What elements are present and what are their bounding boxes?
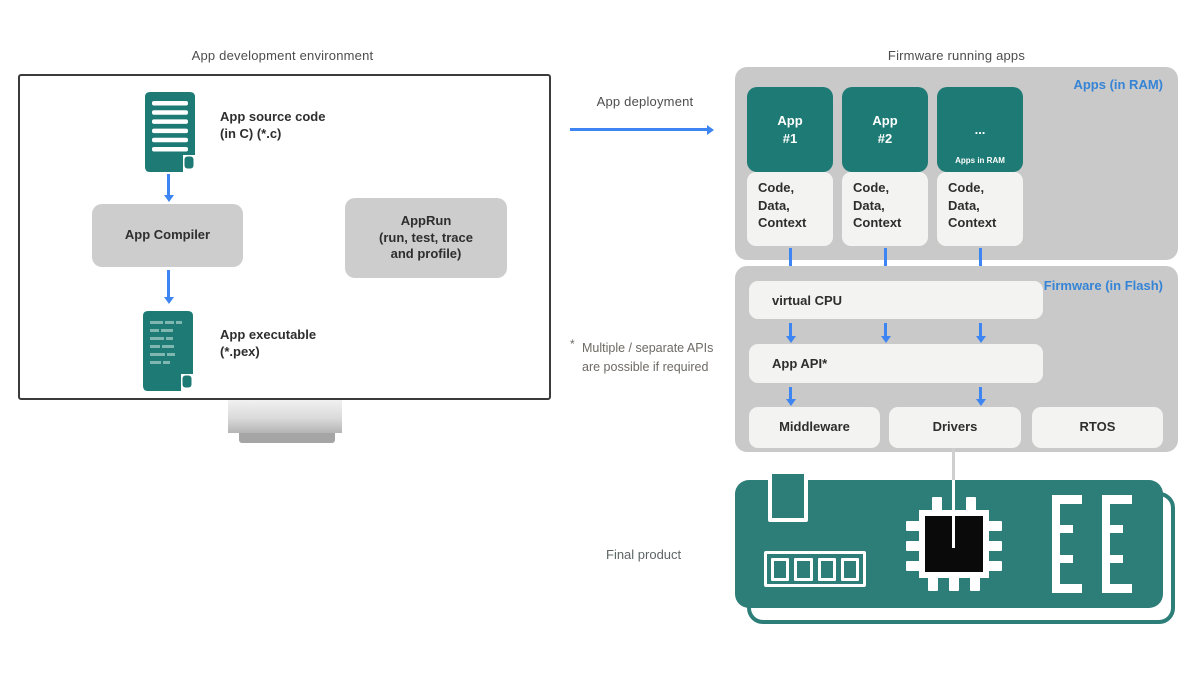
drivers-to-chip-wire [952, 448, 955, 480]
app-2-label: App #2 [872, 112, 898, 146]
footnote-text: Multiple / separate APIs are possible if… [582, 341, 714, 374]
app-1-box: App #1 [747, 87, 833, 172]
dip-pin [840, 557, 859, 581]
app-2-box: App #2 [842, 87, 928, 172]
app-api-box: App API* [749, 344, 1043, 383]
arrow-right-icon [570, 124, 714, 135]
drivers-label: Drivers [932, 419, 978, 435]
drivers-to-chip-wire [952, 480, 955, 548]
footnote-asterisk: * [570, 337, 575, 351]
dip-pin [817, 557, 836, 581]
arrow-down-icon [975, 323, 986, 343]
app-source-code-label: App source code (in C) (*.c) [220, 109, 326, 141]
rtos-box: RTOS [1032, 407, 1163, 448]
dip-pin [771, 557, 790, 581]
firmware-running-apps-title: Firmware running apps [887, 48, 1026, 63]
app-api-label: App API* [772, 356, 828, 371]
app-more-context-box: Code, Data, Context [937, 172, 1023, 246]
drivers-box: Drivers [889, 407, 1021, 448]
app-deployment-label: App deployment [596, 94, 694, 109]
app-more-box: ... Apps in RAM [937, 87, 1023, 172]
dip-connector-icon [764, 551, 866, 587]
source-code-file-icon [145, 92, 195, 172]
pin-header-icon [1052, 495, 1082, 593]
monitor-stand-base [239, 433, 335, 443]
middleware-box: Middleware [749, 407, 880, 448]
app-1-context-box: Code, Data, Context [747, 172, 833, 246]
pin-header-icon [1102, 495, 1132, 593]
app-compiler-label: App Compiler [124, 227, 211, 243]
arrow-down-icon [880, 323, 891, 343]
arrow-down-icon [785, 323, 796, 343]
app-compiler-box: App Compiler [92, 204, 243, 267]
monitor-stand [228, 400, 342, 433]
arrow-down-icon [975, 387, 986, 406]
app-1-context-label: Code, Data, Context [758, 180, 807, 231]
arrow-down-icon [785, 387, 796, 406]
virtual-cpu-box: virtual CPU [749, 281, 1043, 319]
virtual-cpu-label: virtual CPU [772, 292, 843, 308]
connector-tab-icon [768, 470, 808, 522]
app-2-context-box: Code, Data, Context [842, 172, 928, 246]
final-product-label: Final product [606, 547, 682, 562]
apps-in-ram-section-label: Apps (in RAM) [1073, 77, 1163, 92]
app-executable-file-icon [143, 311, 193, 391]
app-more-label: ... [974, 121, 986, 137]
firmware-in-flash-section-label: Firmware (in Flash) [1043, 278, 1163, 293]
arrow-down-icon [163, 174, 174, 202]
apprun-box: AppRun (run, test, trace and profile) [345, 198, 507, 278]
app-1-label: App #1 [777, 112, 803, 146]
apps-in-ram-sublabel: Apps in RAM [955, 156, 1005, 165]
dip-pin [794, 557, 813, 581]
arrow-down-icon [163, 270, 174, 304]
middleware-label: Middleware [779, 419, 850, 435]
app-executable-label: App executable (*.pex) [220, 327, 317, 359]
rtos-label: RTOS [1079, 419, 1116, 435]
apprun-label: AppRun (run, test, trace and profile) [379, 212, 473, 262]
app-more-context-label: Code, Data, Context [948, 180, 997, 231]
app-dev-environment-title: App development environment [191, 48, 374, 63]
app-2-context-label: Code, Data, Context [853, 180, 902, 231]
